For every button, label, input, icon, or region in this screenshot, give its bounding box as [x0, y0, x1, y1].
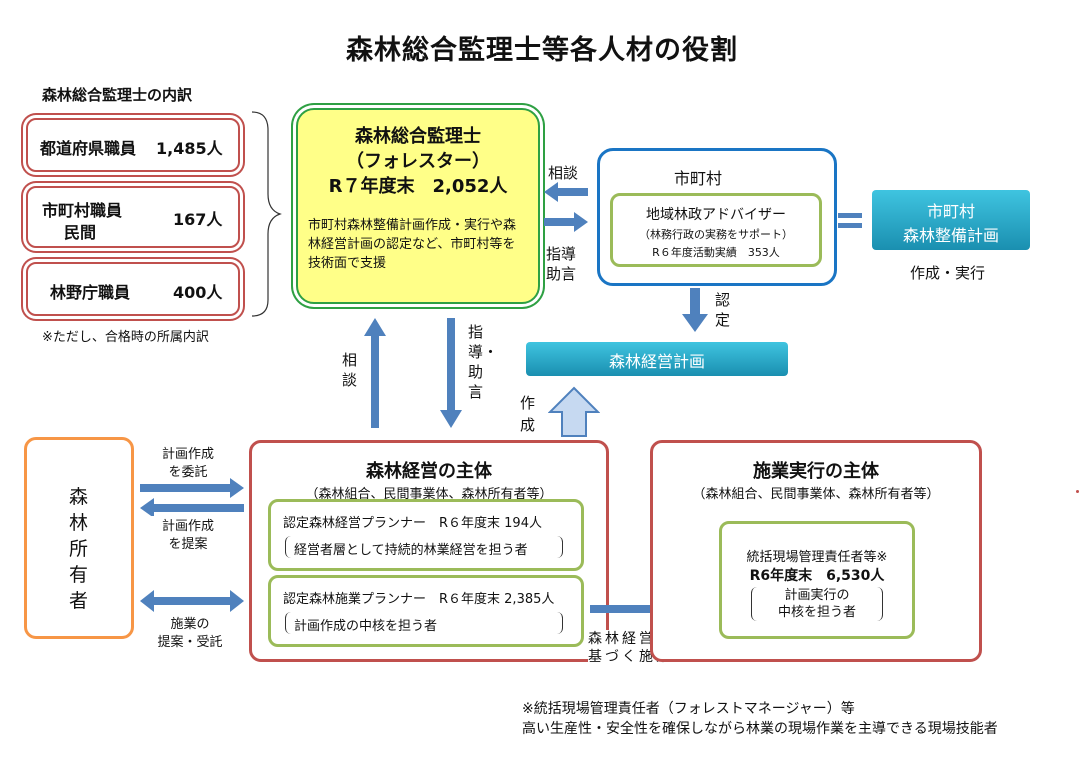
guide-label-line1: 指導	[546, 245, 577, 263]
delegate-label-line1: 計画作成	[161, 447, 214, 462]
page-title: 森林総合監理士等各人材の役割	[346, 35, 738, 66]
breakdown-item-prefecture: 都道府県職員 1,485人	[26, 118, 240, 172]
consult-guide-arrows-icon	[544, 182, 588, 232]
field-manager-desc-line1: 計画実行の	[784, 588, 850, 603]
forester-subtitle: （フォレスター）	[346, 151, 490, 172]
advisor-sub: （林務行政の実務をサポート）	[639, 228, 793, 241]
planner1-title: 認定森林経営プランナー R６年度末 194人	[283, 516, 542, 531]
delegate-label: 計画作成 を委託	[158, 446, 218, 482]
approve-arrow-icon	[682, 288, 708, 332]
breakdown-item-municipal: 市町村職員 民間 167人	[26, 186, 240, 248]
municipal-plan-line2: 森林整備計画	[902, 226, 999, 245]
operation-entity-title: 施業実行の主体	[753, 461, 879, 482]
breakdown-value: 1,485人	[156, 139, 223, 158]
planner2-desc: 計画作成の中核を担う者	[294, 619, 438, 634]
management-entity-title: 森林経営の主体	[366, 461, 492, 482]
forest-owner-box: 森林所有者	[24, 437, 134, 639]
propose-label-line1: 計画作成	[161, 519, 214, 534]
footnote-line1: ※統括現場管理責任者（フォレストマネージャー）等	[522, 701, 855, 717]
guide-down-arrow-icon	[440, 318, 462, 428]
planner2-desc-bracket: 計画作成の中核を担う者	[285, 612, 563, 634]
consult-up-arrow-icon	[364, 318, 386, 428]
municipality-label: 市町村	[674, 169, 723, 188]
municipal-plan-caption: 作成・実行	[910, 264, 986, 282]
field-manager-count: R6年度末 6,530人	[749, 568, 885, 584]
field-manager-box: 統括現場管理責任者等※ R6年度末 6,530人 計画実行の 中核を担う者	[719, 521, 915, 639]
create-label: 作成	[520, 394, 536, 434]
forest-owner-label: 森林所有者	[69, 486, 89, 612]
operation-arrow-icon	[140, 590, 244, 612]
breakdown-label: 市町村職員	[42, 201, 123, 220]
breakdown-value: 167人	[173, 210, 223, 229]
operation-label: 施業の 提案・受託	[150, 616, 230, 652]
planner2-title: 認定森林施業プランナー R６年度末 2,385人	[283, 592, 555, 607]
operation-entity-sub: （森林組合、民間事業体、森林所有者等）	[692, 487, 940, 502]
planner1-desc: 経営者層として持続的林業経営を担う者	[294, 543, 528, 558]
create-arrow-icon	[548, 386, 600, 437]
planner2-box: 認定森林施業プランナー R６年度末 2,385人 計画作成の中核を担う者	[268, 575, 584, 647]
forester-count: R７年度末 2,052人	[328, 176, 508, 197]
breakdown-value: 400人	[173, 283, 223, 302]
management-entity-box: 森林経営の主体 （森林組合、民間事業体、森林所有者等） 認定森林経営プランナー …	[249, 440, 609, 662]
forester-box: 森林総合監理士 （フォレスター） R７年度末 2,052人 市町村森林整備計画作…	[296, 108, 540, 304]
advisor-count: R６年度活動実績 353人	[652, 246, 780, 259]
breakdown-note: ※ただし、合格時の所属内訳	[42, 330, 209, 345]
breakdown-heading: 森林総合監理士の内訳	[42, 86, 193, 104]
delegate-propose-arrows-icon	[140, 478, 244, 516]
operation-label-line2: 提案・受託	[157, 635, 223, 650]
advisor-name: 地域林政アドバイザー	[646, 207, 786, 223]
field-manager-desc-line2: 中核を担う者	[777, 605, 856, 620]
planner1-desc-bracket: 経営者層として持続的林業経営を担う者	[285, 536, 563, 558]
management-plan-label: 森林経営計画	[608, 352, 705, 371]
field-manager-title: 統括現場管理責任者等※	[746, 550, 888, 565]
guide-vertical-label: 指導・助言	[468, 323, 499, 401]
footnote-line2: 高い生産性・安全性を確保しながら林業の現場作業を主導できる現場技能者	[522, 721, 998, 737]
brace-icon	[251, 111, 282, 317]
guide-label-line2: 助言	[546, 265, 577, 283]
breakdown-label: 民間	[64, 223, 97, 242]
guide-label: 指導 助言	[546, 244, 576, 284]
municipal-plan-box: 市町村 森林整備計画	[872, 190, 1030, 250]
forester-title: 森林総合監理士	[355, 126, 481, 147]
delegate-label-line2: を委託	[168, 465, 208, 480]
forester-description: 市町村森林整備計画作成・実行や森林経営計画の認定など、市町村等を技術面で支援	[308, 218, 517, 271]
consult-vertical-label: 相談	[342, 351, 358, 389]
operation-label-line1: 施業の	[170, 617, 210, 632]
breakdown-label: 都道府県職員	[40, 139, 137, 158]
municipal-plan-line1: 市町村	[926, 202, 975, 221]
operation-entity-box: 施業実行の主体 （森林組合、民間事業体、森林所有者等） 統括現場管理責任者等※ …	[650, 440, 982, 662]
breakdown-label: 林野庁職員	[50, 283, 131, 302]
propose-label: 計画作成 を提案	[158, 518, 218, 554]
consult-label: 相談	[548, 164, 579, 182]
approve-label: 認定	[715, 291, 731, 329]
field-manager-desc: 計画実行の 中核を担う者	[751, 587, 883, 621]
management-entity-sub: （森林組合、民間事業体、森林所有者等）	[305, 487, 553, 502]
municipality-box: 市町村 地域林政アドバイザー （林務行政の実務をサポート） R６年度活動実績 3…	[597, 148, 837, 286]
equals-icon	[838, 213, 862, 228]
advisor-box: 地域林政アドバイザー （林務行政の実務をサポート） R６年度活動実績 353人	[610, 193, 822, 267]
red-dot	[1076, 490, 1079, 493]
planner1-box: 認定森林経営プランナー R６年度末 194人 経営者層として持続的林業経営を担う…	[268, 499, 584, 571]
management-plan-box: 森林経営計画	[526, 342, 788, 376]
propose-label-line2: を提案	[168, 537, 208, 552]
breakdown-item-forestry-agency: 林野庁職員 400人	[26, 262, 240, 316]
